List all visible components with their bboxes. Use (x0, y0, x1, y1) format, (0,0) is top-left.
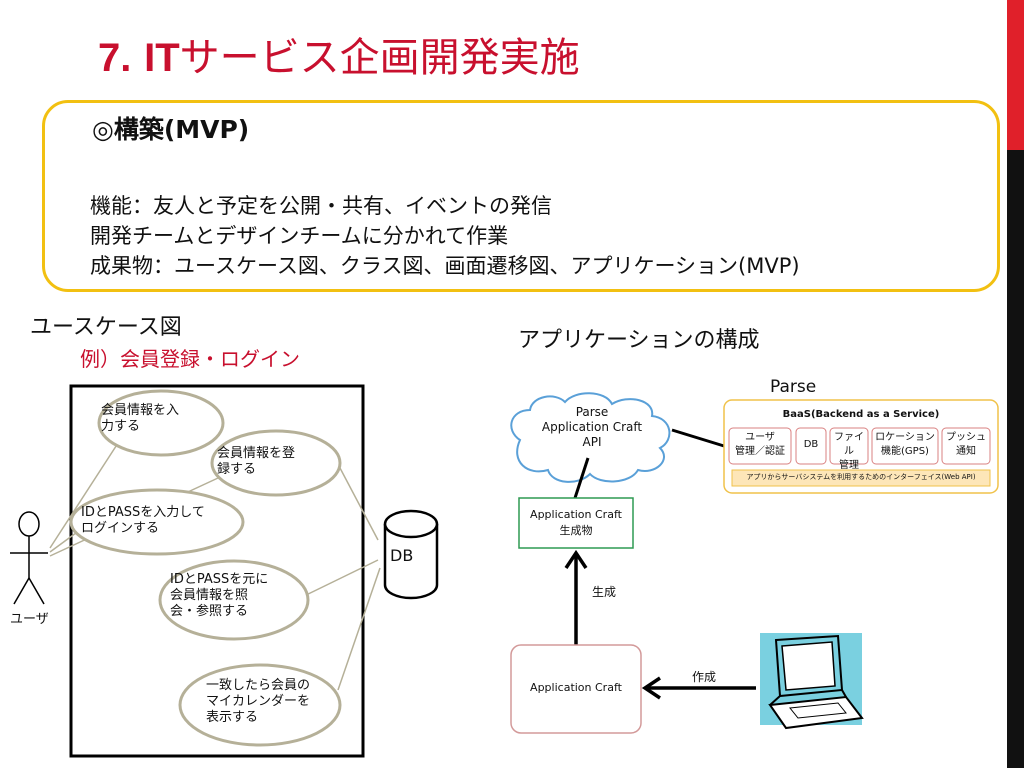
baas-item-location: ロケーション機能(GPS) (875, 432, 935, 457)
usecase-example: 例）会員登録・ログイン (80, 347, 300, 371)
product-cloud-line (573, 457, 590, 499)
usecase-register-member: 会員情報を登録する (217, 446, 296, 477)
generate-arrowhead (564, 549, 588, 569)
db-cylinder-icon (383, 509, 439, 600)
baas-items (728, 427, 991, 465)
create-label: 作成 (692, 670, 717, 684)
db-connectors (299, 467, 381, 691)
usecase-ellipses (69, 389, 342, 747)
baas-title: BaaS(Backend as a Service) (782, 409, 940, 420)
usecase-lookup-member: IDとPASSを元に会員情報を照会・参照する (170, 572, 269, 619)
info-line-function: 機能：友人と予定を公開・共有、イベントの発信 (90, 194, 552, 218)
actor-label: ユーザ (10, 612, 49, 627)
title-number: 7. (98, 36, 132, 80)
baas-item-user-auth: ユーザ管理／認証 (735, 432, 785, 457)
generate-label: 生成 (592, 585, 617, 599)
usecase-login: IDとPASSを入力してログインする (81, 505, 205, 536)
baas-item-push: プッシュ通知 (946, 432, 986, 457)
app-heading: アプリケーションの構成 (518, 328, 760, 353)
create-arrowhead (641, 676, 661, 700)
db-label: DB (390, 546, 414, 565)
baas-footer: アプリからサーバシステムを利用するためのインターフェイス(Web API) (746, 473, 976, 481)
laptop-icon (760, 633, 864, 730)
baas-item-file: ファイル管理 (834, 432, 864, 471)
slide-title: 7. ITサービス企画開発実施 (98, 30, 580, 86)
cloud-baas-line (671, 428, 725, 448)
usecase-input-member: 会員情報を入力する (101, 403, 180, 434)
usecase-show-calendar: 一致したら会員のマイカレンダーを表示する (206, 678, 311, 725)
craft-label: Application Craft (530, 681, 622, 694)
system-boundary (69, 384, 365, 758)
craft-box (510, 644, 642, 734)
cloud-shape (510, 392, 671, 483)
actor-icon (10, 511, 48, 605)
info-line-deliverables: 成果物：ユースケース図、クラス図、画面遷移図、アプリケーション(MVP) (90, 254, 800, 278)
title-it: IT (144, 36, 180, 80)
accent-bar-black (1007, 150, 1024, 768)
baas-footer-bar (731, 469, 991, 487)
info-line-teams: 開発チームとデザインチームに分かれて作業 (90, 224, 509, 248)
parse-label: Parse (770, 377, 817, 397)
baas-item-db: DB (803, 439, 819, 450)
accent-bar-red (1007, 0, 1024, 150)
usecase-heading: ユースケース図 (30, 315, 182, 340)
info-heading: ◎構築(MVP) (92, 115, 250, 144)
title-rest: サービス企画開発実施 (179, 35, 580, 81)
info-box (42, 100, 1000, 292)
product-box (518, 497, 634, 549)
